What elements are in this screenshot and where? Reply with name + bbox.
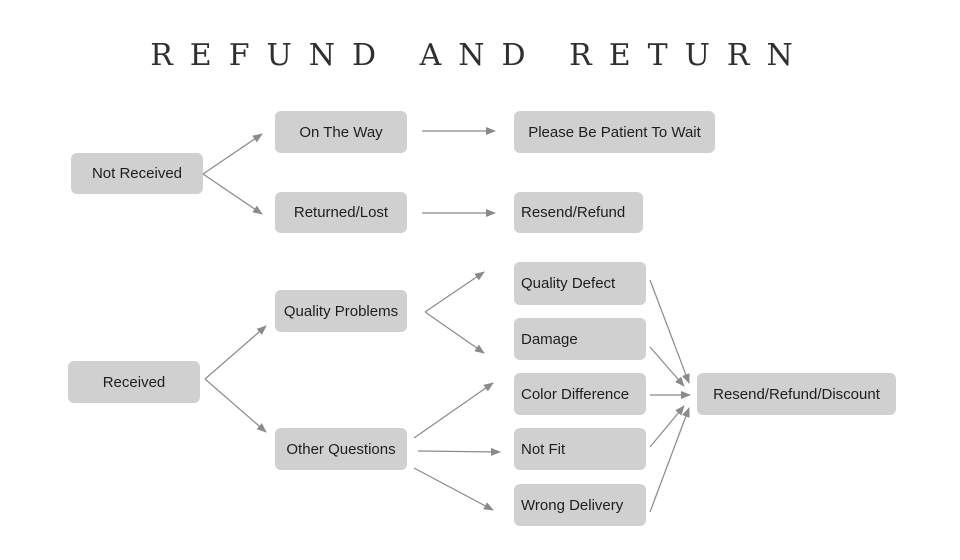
arrow-wrong-delivery-to-resend-refund-discount xyxy=(649,407,690,513)
node-received: Received xyxy=(68,361,200,403)
arrow-other-questions-to-wrong-delivery xyxy=(413,467,494,511)
arrow-quality-problems-to-quality-defect xyxy=(424,271,485,313)
arrow-quality-problems-to-damage xyxy=(424,311,485,354)
arrow-not-fit-to-resend-refund-discount xyxy=(649,405,685,448)
node-please-be-patient: Please Be Patient To Wait xyxy=(514,111,715,153)
node-resend-refund-discount: Resend/Refund/Discount xyxy=(697,373,896,415)
arrow-damage-to-resend-refund-discount xyxy=(649,346,685,387)
node-on-the-way: On The Way xyxy=(275,111,407,153)
node-other-questions: Other Questions xyxy=(275,428,407,470)
arrow-quality-defect-to-resend-refund-discount xyxy=(649,279,690,384)
node-wrong-delivery: Wrong Delivery xyxy=(514,484,646,526)
arrow-other-questions-to-not-fit xyxy=(417,447,501,456)
arrow-other-questions-to-color-difference xyxy=(413,382,494,439)
arrow-not-received-to-returned-lost xyxy=(202,173,263,215)
node-damage: Damage xyxy=(514,318,646,360)
arrow-not-received-to-on-the-way xyxy=(202,133,263,175)
node-quality-problems: Quality Problems xyxy=(275,290,407,332)
node-color-difference: Color Difference xyxy=(514,373,646,415)
node-resend-refund: Resend/Refund xyxy=(514,192,643,233)
diagram-title: REFUND AND RETURN xyxy=(150,38,810,73)
node-not-received: Not Received xyxy=(71,153,203,194)
arrow-received-to-quality-problems xyxy=(204,325,267,380)
node-returned-lost: Returned/Lost xyxy=(275,192,407,233)
node-quality-defect: Quality Defect xyxy=(514,262,646,305)
arrow-received-to-other-questions xyxy=(204,378,267,433)
node-not-fit: Not Fit xyxy=(514,428,646,470)
